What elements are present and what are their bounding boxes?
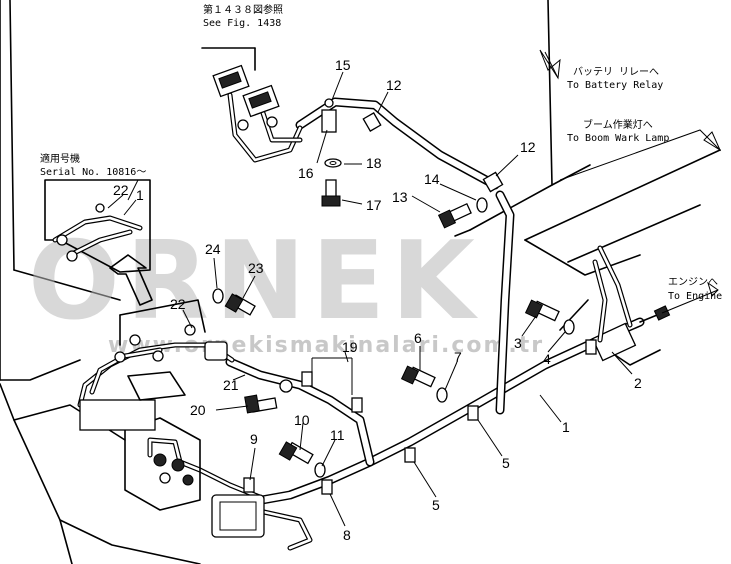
callout-22-main: 22 [170,296,186,312]
callout-1-main: 1 [562,419,570,435]
boom-en-note: To Boom Wark Lamp [567,133,669,144]
callout-20: 20 [190,402,206,418]
leader-lines [107,49,722,527]
callout-numbers: 15 12 12 16 18 17 13 14 22 1 24 23 22 19… [113,57,642,543]
see-fig-en-note: See Fig. 1438 [203,18,281,29]
callout-24: 24 [205,241,221,257]
callout-4: 4 [543,351,551,367]
watermark-brand: ORNEK [28,219,481,344]
callout-22-inset: 22 [113,182,129,198]
engine-jp-note: エンジンへ [668,277,718,288]
lower-left-box [79,371,265,538]
callout-7: 7 [454,349,462,365]
callout-11: 11 [330,427,345,443]
callout-9: 9 [250,431,258,447]
callout-5-left: 5 [432,497,440,513]
callout-6: 6 [414,330,422,346]
upper-connectors [201,47,303,163]
callout-12-right: 12 [520,139,536,155]
callout-3: 3 [514,335,522,351]
inset-detail [44,179,153,306]
callout-16: 16 [298,165,314,181]
callout-14: 14 [424,171,440,187]
callout-23: 23 [248,260,264,276]
boom-jp-note: ブーム作業灯へ [583,118,653,131]
reference-notes: 第１４３８図参照 See Fig. 1438 適用号機 Serial No. 1… [40,3,722,302]
callout-1-inset: 1 [136,187,144,203]
callout-15: 15 [335,57,351,73]
callout-2: 2 [634,375,642,391]
callout-12-upper: 12 [386,77,402,93]
battery-jp-note: バッテリ リレーへ [573,66,659,78]
callout-19: 19 [342,339,358,355]
callout-8: 8 [343,527,351,543]
callout-13: 13 [392,189,408,205]
battery-en-note: To Battery Relay [567,80,663,91]
callout-5-right: 5 [502,455,510,471]
see-fig-jp-note: 第１４３８図参照 [203,3,283,16]
serial-en-note: Serial No. 10816～ [40,167,146,178]
serial-jp-note: 適用号機 [40,152,80,165]
callout-21: 21 [223,377,239,393]
callout-10: 10 [294,412,310,428]
component-box-22 [114,299,228,363]
right-components [591,245,671,362]
fasteners [212,98,597,495]
engine-en-note: To Engine [668,291,722,302]
callout-17: 17 [366,197,382,213]
callout-18: 18 [366,155,382,171]
